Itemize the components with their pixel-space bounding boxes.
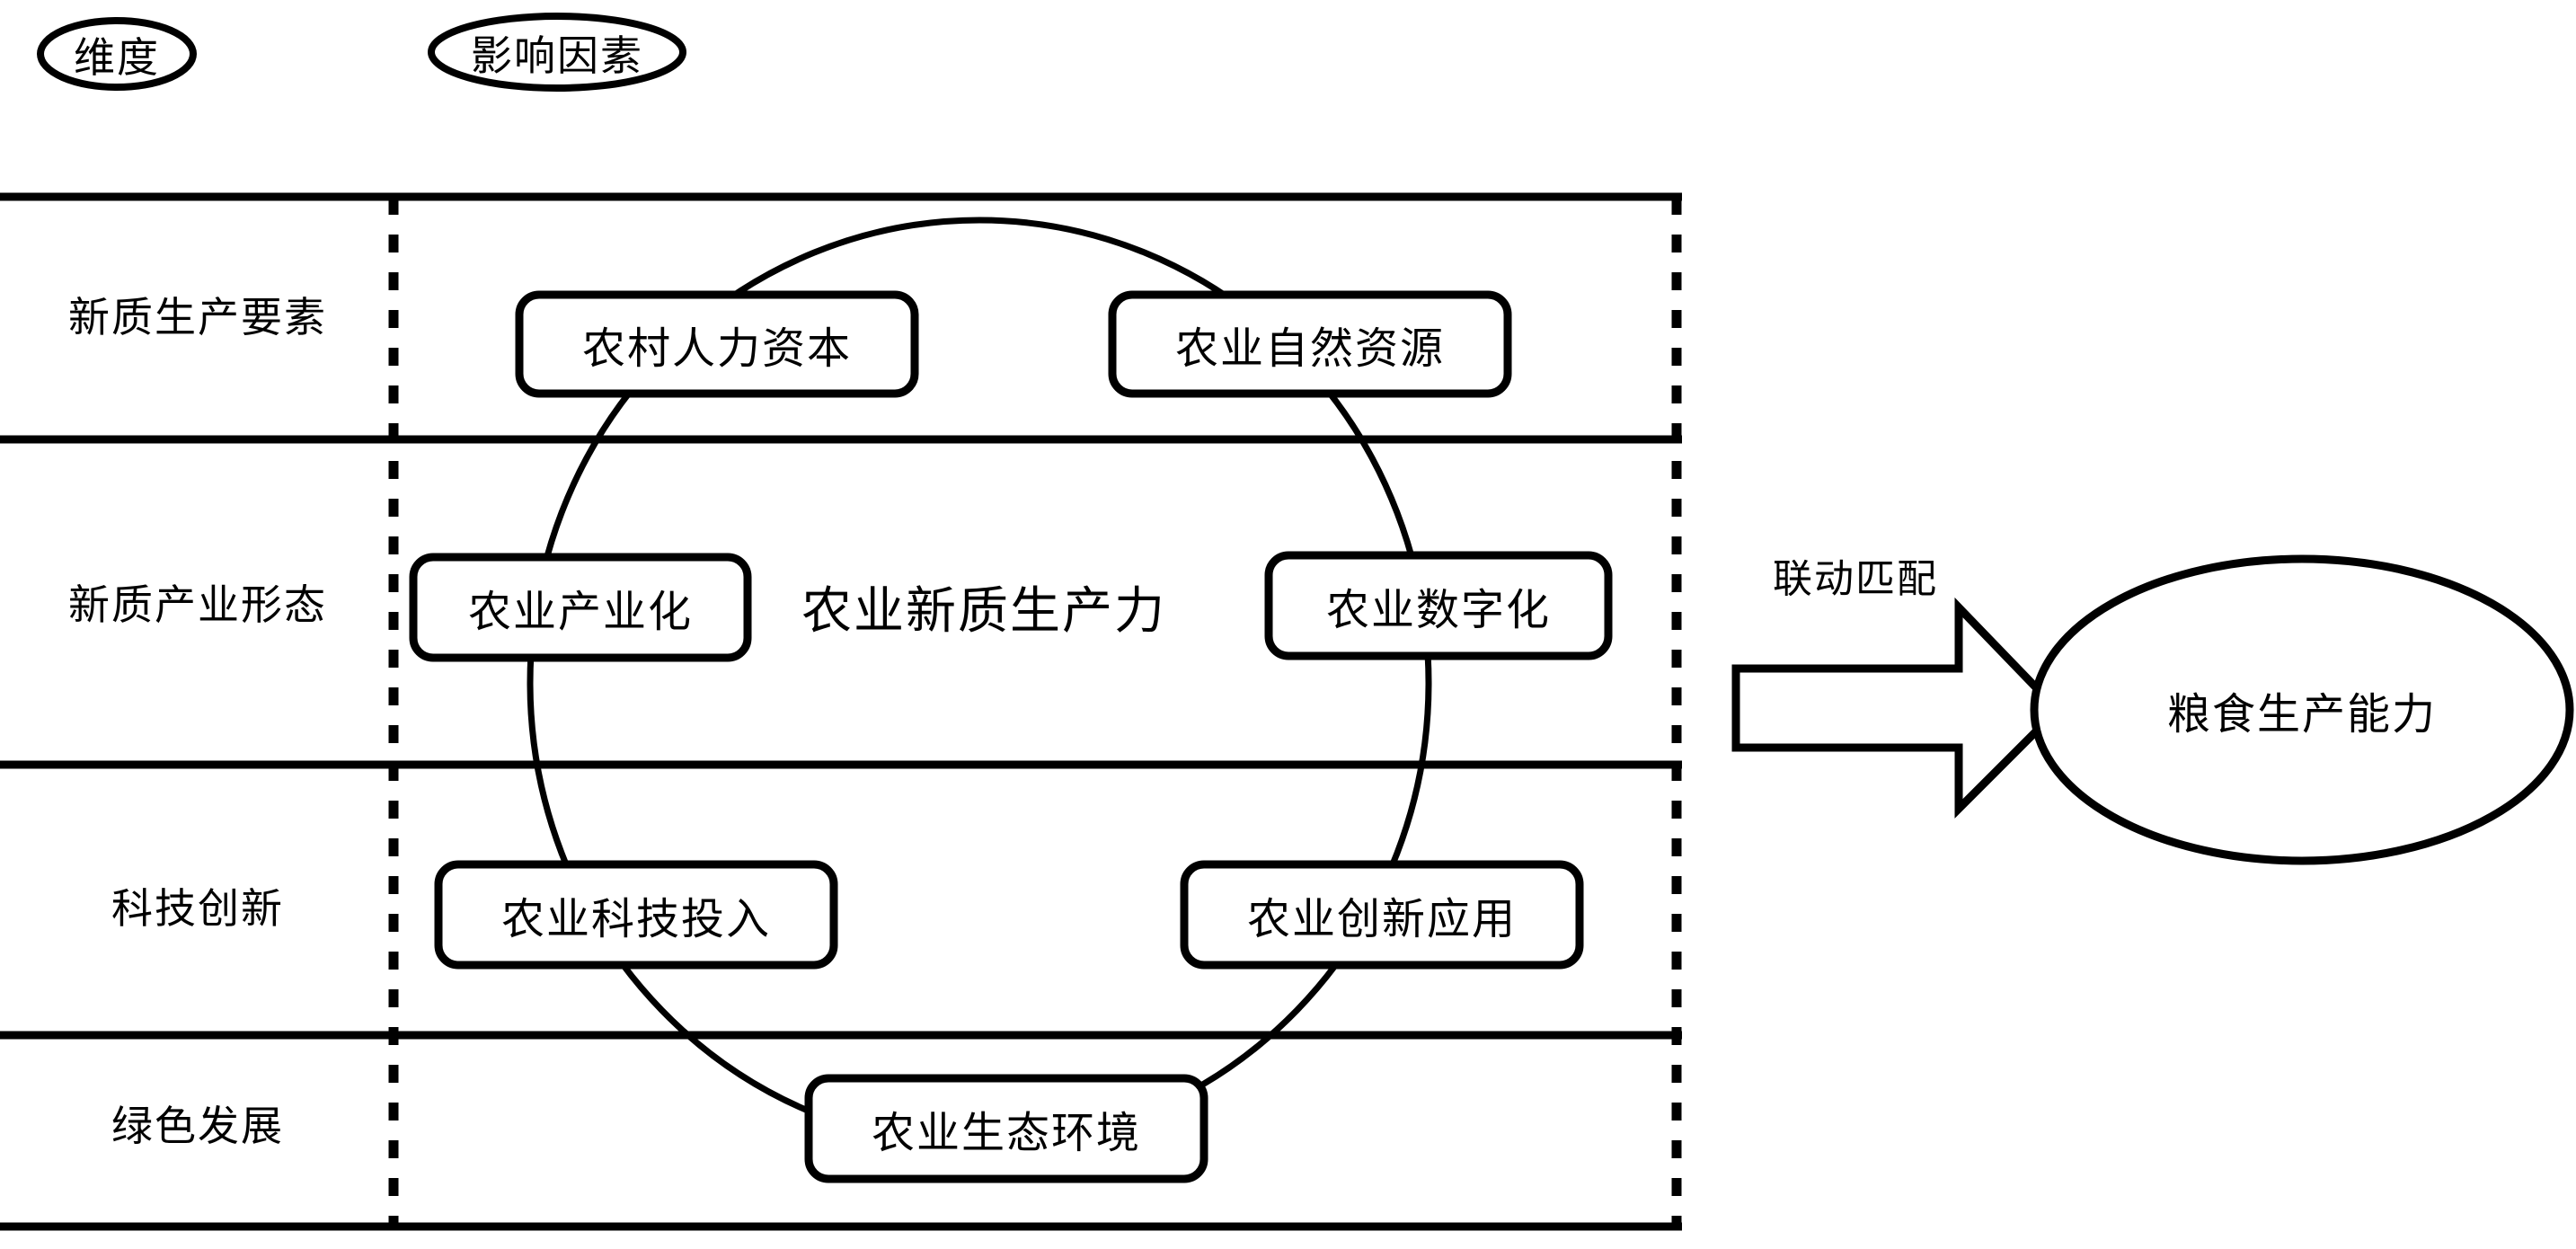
dimension-row-label-2: 科技创新 <box>111 886 284 932</box>
factor-box-rural-human-capital[interactable] <box>515 290 919 398</box>
factor-label-agri-innovation-application: 农业创新应用 <box>1246 896 1517 943</box>
factor-box-agri-natural-resources[interactable] <box>1108 290 1512 398</box>
linkage-arrow-label: 联动匹配 <box>1773 557 1938 601</box>
dimension-header-label: 维度 <box>74 35 160 81</box>
table-rules <box>0 192 1682 1231</box>
outcome-ellipse <box>2030 554 2574 865</box>
factor-label-agri-digitalization: 农业数字化 <box>1325 587 1551 634</box>
factor-boxes <box>409 290 1613 1183</box>
factor-label-agri-industrialization: 农业产业化 <box>467 589 693 636</box>
factor-label-agri-tech-investment: 农业科技投入 <box>500 896 771 943</box>
factor-box-agri-innovation-application[interactable] <box>1180 860 1584 970</box>
outcome-label: 粮食生产能力 <box>2166 691 2437 739</box>
dimension-row-label-1: 新质产业形态 <box>68 582 327 628</box>
factor-box-agri-digitalization[interactable] <box>1264 551 1613 660</box>
dimension-header-ellipse <box>37 17 197 91</box>
factor-header-label: 影响因素 <box>471 33 643 79</box>
factor-box-agri-ecological-env[interactable] <box>804 1074 1208 1183</box>
factor-box-agri-industrialization[interactable] <box>409 553 752 662</box>
factor-label-agri-natural-resources: 农业自然资源 <box>1174 325 1445 373</box>
dimension-row-label-3: 绿色发展 <box>111 1103 284 1149</box>
factor-box-agri-tech-investment[interactable] <box>434 860 838 970</box>
linkage-arrow <box>1731 597 2064 819</box>
center-concept-label: 农业新质生产力 <box>801 583 1166 640</box>
dimension-row-label-0: 新质生产要素 <box>68 295 327 341</box>
factor-label-rural-human-capital: 农村人力资本 <box>581 325 852 373</box>
factor-label-agri-ecological-env: 农业生态环境 <box>871 1110 1141 1157</box>
factor-header-ellipse <box>428 13 686 92</box>
